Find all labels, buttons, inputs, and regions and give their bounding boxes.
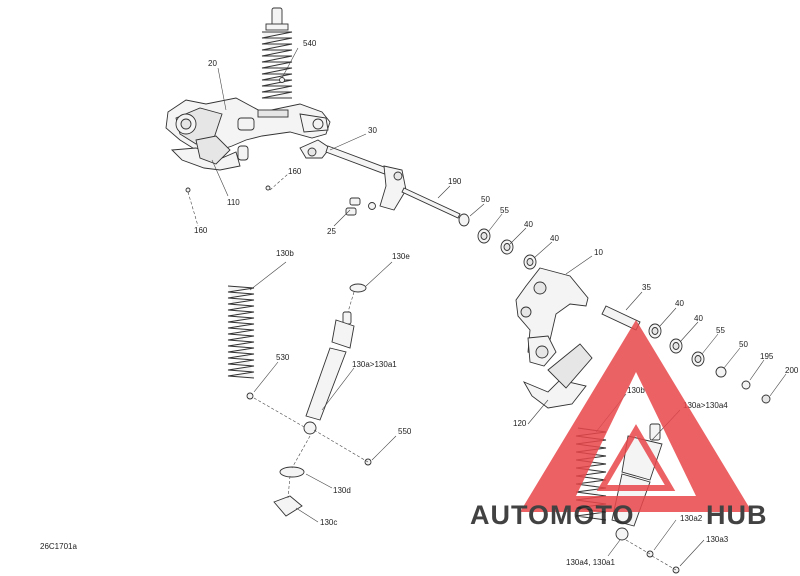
callout-130c: 130c (320, 518, 337, 527)
callout-130d: 130d (333, 486, 351, 495)
callout-130a-130a4: 130a>130a4 (683, 401, 728, 410)
callout-110: 110 (227, 198, 240, 207)
callout-130e: 130e (392, 252, 410, 261)
callout-55-a: 55 (500, 206, 509, 215)
callout-160-b: 160 (194, 226, 208, 235)
callout-200: 200 (785, 366, 799, 375)
callout-35: 35 (642, 283, 651, 292)
washer-stack-lower (648, 323, 771, 404)
callout-130b-left: 130b (276, 249, 294, 258)
callout-540: 540 (303, 39, 317, 48)
callout-130a4-130a1: 130a4, 130a1 (566, 558, 615, 567)
callout-130a2: 130a2 (680, 514, 703, 523)
callout-190: 190 (448, 177, 462, 186)
callout-130a-130a1: 130a>130a1 (352, 360, 397, 369)
drawing-code: 26C1701a (40, 542, 77, 551)
watermark-logo: AUTOMOTO HUB (470, 320, 768, 530)
callout-530: 530 (276, 353, 290, 362)
rear-arm-assembly (515, 267, 641, 409)
callout-20: 20 (208, 59, 217, 68)
callout-55-b: 55 (716, 326, 725, 335)
callout-40-b: 40 (550, 234, 559, 243)
watermark-text-hub: HUB (706, 500, 768, 530)
callout-25: 25 (327, 227, 336, 236)
callout-40-c: 40 (675, 299, 684, 308)
callout-40-d: 40 (694, 314, 703, 323)
callout-50-a: 50 (481, 195, 490, 204)
watermark-triangle-icon (520, 320, 752, 512)
callout-40-a: 40 (524, 220, 533, 229)
swing-arm-assembly (165, 7, 331, 193)
callout-labels: 540 20 30 160 110 160 190 50 25 55 40 40… (194, 39, 799, 567)
damper-130a-left (246, 283, 372, 517)
callout-120: 120 (513, 419, 527, 428)
callout-550: 550 (398, 427, 412, 436)
callout-50-b: 50 (739, 340, 748, 349)
callout-130b-right: 130b (627, 386, 645, 395)
leader-lines (187, 47, 787, 571)
washer-stack-upper (458, 213, 537, 270)
watermark-text-automoto: AUTOMOTO (470, 500, 635, 530)
stabilizer-bar (299, 139, 461, 219)
callout-30: 30 (368, 126, 377, 135)
callout-160-a: 160 (288, 167, 302, 176)
callout-130a3: 130a3 (706, 535, 729, 544)
callout-10: 10 (594, 248, 603, 257)
spring-130b-left (227, 285, 255, 379)
callout-195: 195 (760, 352, 774, 361)
